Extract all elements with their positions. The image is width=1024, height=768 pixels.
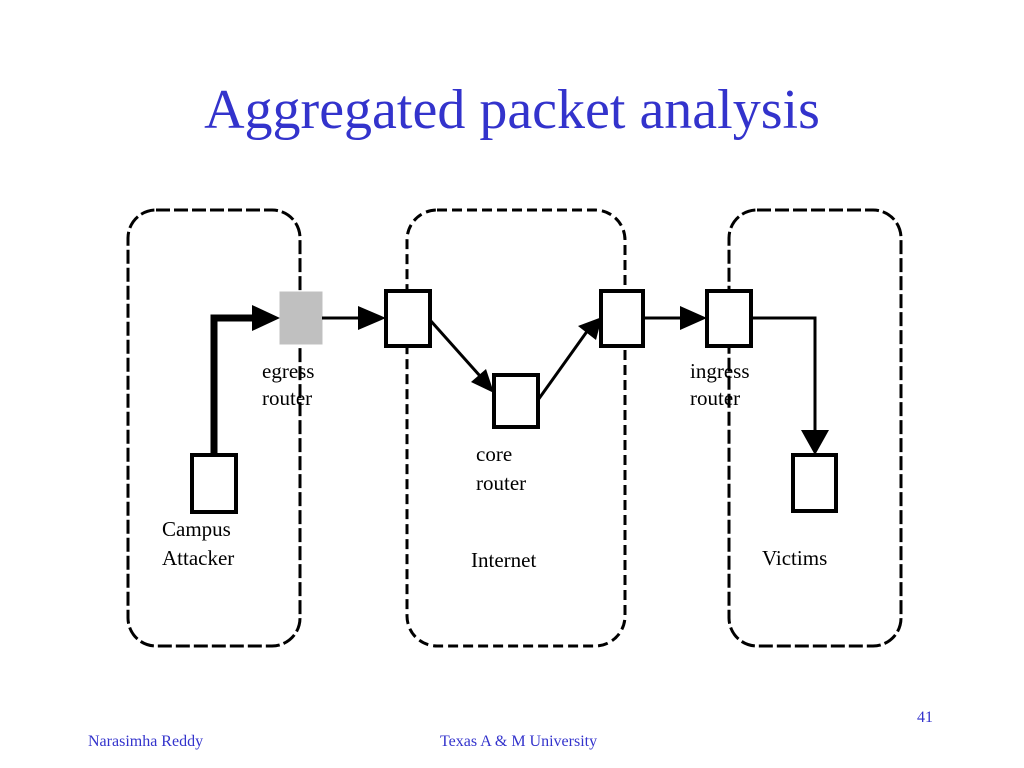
internet-entry-router: [384, 289, 432, 348]
victims-region: [727, 208, 903, 648]
entry-to-core-link: [428, 319, 482, 377]
egress-router-label-line1: egress: [262, 359, 314, 383]
entry-to-core-arrowhead: [471, 369, 494, 393]
internet-exit-router: [599, 289, 645, 348]
attacker-host: [190, 453, 238, 514]
core-router-label-line1: core: [476, 442, 512, 466]
core-router: [492, 373, 540, 429]
footer-author: Narasimha Reddy: [88, 733, 204, 750]
core-to-exit-arrowhead: [578, 317, 602, 340]
campus-attacker-label-line1: Campus: [162, 517, 231, 541]
campus-region: [126, 208, 302, 648]
victims-label: Victims: [762, 546, 827, 570]
ingress-to-victim-arrowhead: [801, 430, 829, 455]
ingress-router: [705, 289, 753, 348]
egress-router-label-line2: router: [262, 386, 312, 410]
exit-to-ingress-arrowhead: [680, 306, 707, 330]
footer-institution: Texas A & M University: [440, 733, 598, 750]
campus-attacker-label-line2: Attacker: [162, 546, 234, 570]
internet-label: Internet: [471, 548, 536, 572]
attack-flow-arrowhead: [252, 305, 280, 331]
core-to-exit-link: [536, 329, 590, 401]
ingress-to-victim-link: [751, 316, 817, 432]
egress-to-edge-arrowhead: [358, 306, 386, 330]
egress-router: [279, 291, 323, 345]
ingress-router-label-line2: router: [690, 386, 740, 410]
page-number: 41: [917, 709, 933, 726]
slide-title: Aggregated packet analysis: [204, 79, 820, 141]
internet-region: [405, 208, 627, 648]
ingress-router-label-line1: ingress: [690, 359, 750, 383]
attack-flow-path: [210, 314, 256, 455]
core-router-label-line2: router: [476, 471, 526, 495]
victim-host: [791, 453, 838, 513]
